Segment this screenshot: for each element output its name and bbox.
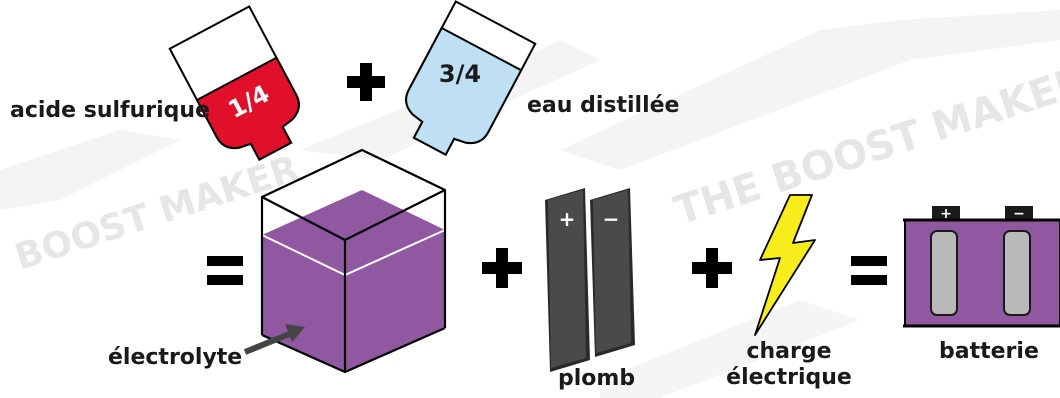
lightning-bolt-icon [754,194,816,336]
acid-label: acide sulfurique [10,98,210,123]
plates-label: plomb [558,366,635,391]
plus-operator-3 [692,248,732,288]
charge-label-line2: électrique [726,365,852,390]
battery-icon: + − [903,206,1060,328]
watermark: THE BOOST MAKER BOOST MAKER [0,10,1060,398]
electrolyte-cube [260,148,447,374]
electrolyte-arrow [243,324,305,355]
water-label: eau distillée [527,93,679,118]
lead-plates: + − [545,188,635,372]
equals-operator-2 [851,256,887,285]
battery-minus-sign: − [1013,206,1025,222]
battery-label: batterie [939,339,1039,364]
equals-operator-1 [207,256,243,285]
acid-liquid [195,56,300,162]
plus-operator-2 [482,248,522,288]
charge-label-line1: charge [746,339,831,364]
water-bottle [405,0,537,157]
water-fraction: 3/4 [439,60,481,88]
plate-minus-sign: − [603,207,620,231]
acid-bottle: 1/4 [168,5,300,162]
battery-plus-sign: + [940,206,952,222]
plate-plus-sign: + [559,207,576,231]
water-liquid [405,26,523,157]
plus-operator-1 [347,63,385,101]
electrolyte-label: électrolyte [108,345,242,370]
